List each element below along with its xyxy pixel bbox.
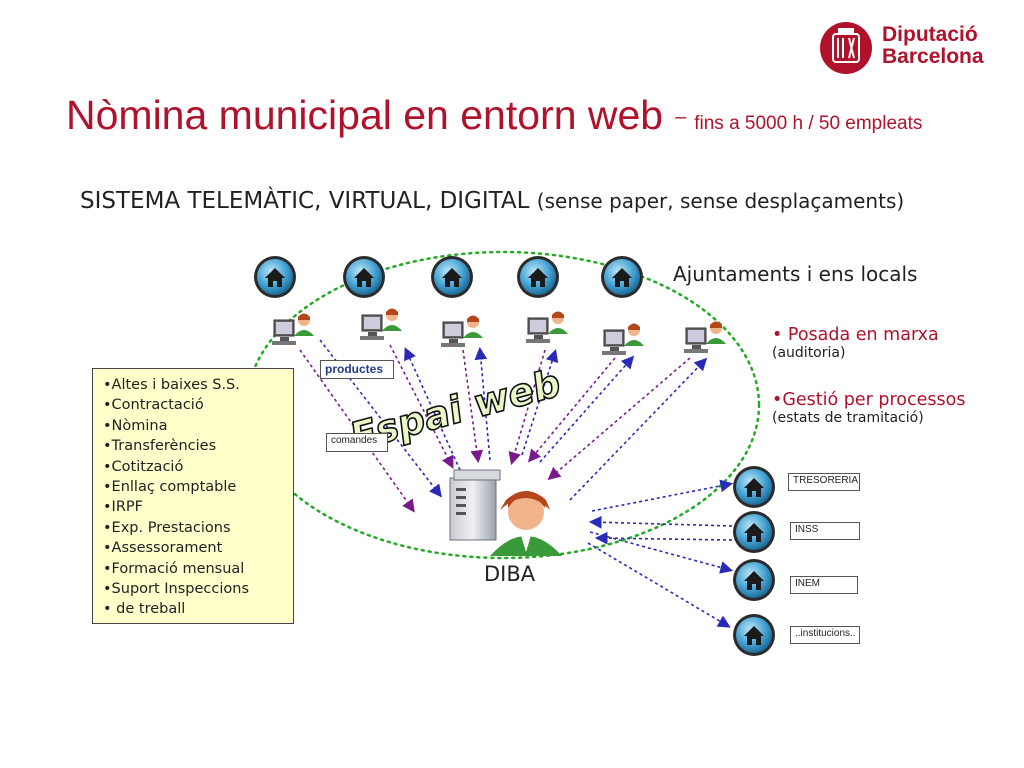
arrows-institutions: [587, 479, 734, 628]
ajuntaments-label: Ajuntaments i ens locals: [673, 262, 918, 286]
list-item: •Assessorament: [103, 540, 223, 557]
list-item: • de treball: [103, 601, 186, 618]
bullet-sub: (auditoria): [772, 345, 846, 361]
services-list: •Altes i baixes S.S. •Contractació •Nòmi…: [92, 368, 294, 624]
page-title: Nòmina municipal en entorn web–fins a 50…: [66, 92, 922, 139]
list-item: •Suport Inspeccions: [103, 581, 250, 598]
list-item: •Altes i baixes S.S.: [103, 377, 240, 393]
user-workstation-icon-3: [440, 315, 484, 348]
institution-label-inss: INSS: [790, 522, 860, 540]
user-workstation-icon-5: [601, 323, 645, 356]
user-workstation-icon-4: [525, 311, 569, 344]
logo-line1: Diputació: [882, 23, 978, 46]
home-icon-tresoreria[interactable]: [733, 466, 775, 508]
bullet-main: •Gestió per processos: [772, 390, 966, 410]
home-icon-institucions[interactable]: [733, 614, 775, 656]
subtitle: SISTEMA TELEMÀTIC, VIRTUAL, DIGITAL (sen…: [80, 188, 904, 214]
diba-label: DIBA: [484, 562, 536, 586]
home-icon-5[interactable]: [601, 256, 643, 298]
title-dash: –: [675, 106, 687, 128]
list-item: •Cotització: [103, 458, 184, 475]
home-icon-2[interactable]: [343, 256, 385, 298]
diputacio-logo: [820, 22, 872, 74]
bullet-posada-en-marxa: • Posada en marxa (auditoria): [772, 325, 1012, 361]
user-workstation-icon-2: [359, 308, 403, 341]
list-item: •Formació mensual: [103, 560, 245, 577]
productes-label: productes: [320, 360, 394, 379]
home-icon-4[interactable]: [517, 256, 559, 298]
user-workstation-icon-1: [271, 313, 315, 346]
arrows-local: [299, 339, 708, 513]
coat-of-arms-seal-icon: [820, 22, 872, 74]
diba-server-icon: [449, 469, 562, 556]
institution-label-inem: INEM: [790, 576, 858, 594]
user-workstation-icon-6: [683, 321, 727, 354]
list-item: •Enllaç comptable: [103, 479, 237, 496]
list-item: •Nòmina: [103, 417, 168, 434]
home-icon-3[interactable]: [431, 256, 473, 298]
list-item: •Exp. Prestacions: [103, 519, 231, 536]
bullet-sub: (estats de tramitació): [772, 410, 924, 426]
comandes-label: comandes: [326, 433, 388, 452]
title-main: Nòmina municipal en entorn web: [66, 92, 664, 138]
title-sub: fins a 5000 h / 50 empleats: [694, 113, 923, 134]
list-item: •Transferències: [103, 438, 217, 455]
logo-line2: Barcelona: [882, 45, 984, 68]
subtitle-main: SISTEMA TELEMÀTIC, VIRTUAL, DIGITAL: [80, 188, 530, 214]
bullet-main: • Posada en marxa: [772, 325, 939, 345]
bullet-gestio-processos: •Gestió per processos (estats de tramita…: [772, 390, 1012, 426]
subtitle-small: (sense paper, sense desplaçaments): [536, 189, 905, 213]
home-icon-1[interactable]: [254, 256, 296, 298]
logo-text: Diputació Barcelona: [882, 24, 984, 68]
list-item: •Contractació: [103, 397, 204, 414]
institution-label-others: ..institucions..: [790, 626, 860, 644]
institution-label-tresoreria: TRESORERIA: [788, 473, 860, 491]
list-item: •IRPF: [103, 499, 143, 516]
home-icon-inss[interactable]: [733, 511, 775, 553]
home-icon-inem[interactable]: [733, 559, 775, 601]
